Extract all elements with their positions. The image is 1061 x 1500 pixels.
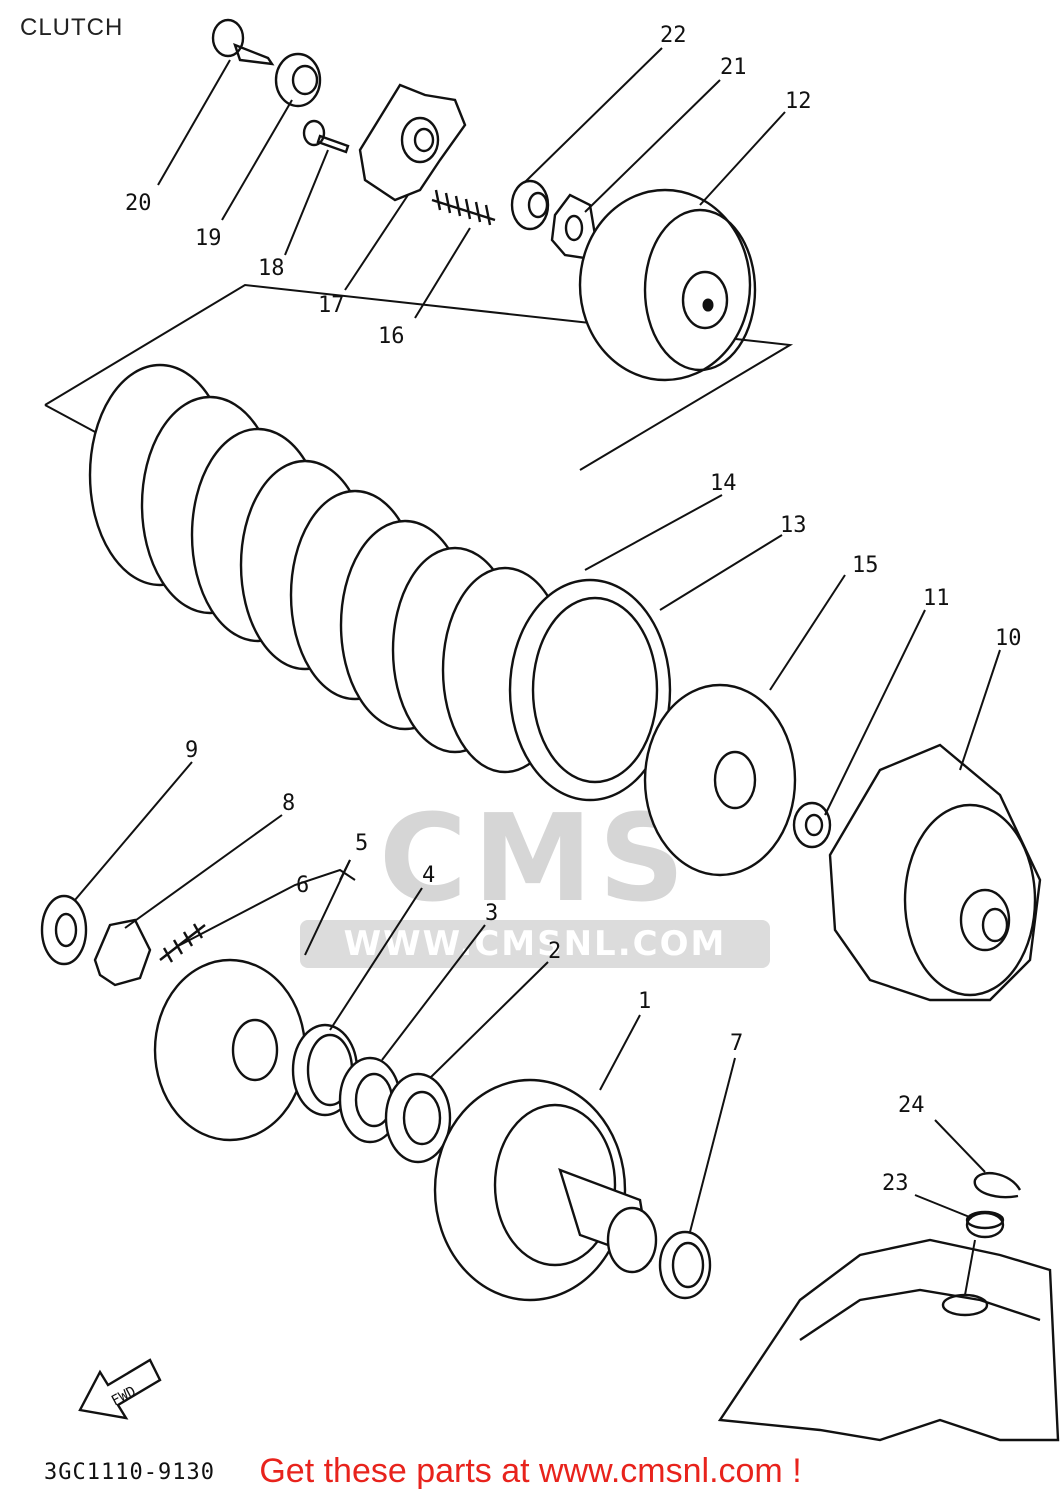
- label-12: 12: [785, 89, 812, 114]
- label-10: 10: [995, 626, 1022, 651]
- label-7: 7: [730, 1031, 743, 1056]
- crankcase-outline: [717, 1238, 1060, 1442]
- part-15-plate: [643, 683, 797, 877]
- part-22-nut: [510, 179, 550, 231]
- part-20-bolt: [211, 18, 275, 66]
- label-6: 6: [296, 873, 309, 898]
- part-5-clutch-carrier: [153, 958, 307, 1142]
- label-22: 22: [660, 23, 687, 48]
- watermark-url: WWW.CMSNL.COM: [300, 920, 770, 968]
- part-12-clutch-boss: [578, 188, 757, 382]
- label-9: 9: [185, 738, 198, 763]
- label-2: 2: [548, 939, 561, 964]
- part-16-spring: [431, 189, 496, 226]
- label-1: 1: [638, 989, 651, 1014]
- page-title: CLUTCH: [20, 14, 124, 41]
- label-20: 20: [125, 191, 152, 216]
- part-7-washer: [658, 1230, 712, 1300]
- label-11: 11: [923, 586, 950, 611]
- diagram-code: 3GC1110-9130: [44, 1460, 215, 1485]
- watermark-logo: CMS: [379, 790, 691, 929]
- label-14: 14: [710, 471, 737, 496]
- label-16: 16: [378, 324, 405, 349]
- label-8: 8: [282, 791, 295, 816]
- fwd-arrow: FWD: [78, 1358, 162, 1420]
- clutch-plate-stack: [88, 363, 569, 774]
- label-5: 5: [355, 831, 368, 856]
- label-3: 3: [485, 901, 498, 926]
- label-21: 21: [720, 55, 747, 80]
- callout-labels: 20 19 18 17 16 22 21 12 14 13 15 11 10 9…: [125, 23, 1022, 1196]
- part-17-pressure-plate: [358, 83, 467, 202]
- footer-link-text[interactable]: Get these parts at www.cmsnl.com !: [259, 1452, 802, 1490]
- leader-lines: [74, 47, 1001, 1233]
- part-1-clutch-drum: [433, 1078, 658, 1302]
- part-6-spring: [159, 923, 206, 963]
- label-23: 23: [882, 1171, 909, 1196]
- label-4: 4: [422, 863, 435, 888]
- part-11-washer: [792, 801, 832, 849]
- label-18: 18: [258, 256, 285, 281]
- part-9-washer: [40, 894, 88, 966]
- part-24-circlip: [973, 1171, 1022, 1199]
- label-13: 13: [780, 513, 807, 538]
- label-19: 19: [195, 226, 222, 251]
- part-13-friction-plate: [508, 578, 672, 802]
- part-23-cap: [965, 1210, 1005, 1239]
- label-24: 24: [898, 1093, 925, 1118]
- part-10-clutch-housing: [828, 743, 1042, 1002]
- part-18-bolt: [302, 119, 350, 154]
- label-17: 17: [318, 293, 345, 318]
- part-19-bearing: [274, 52, 322, 108]
- part-8-lock-plate: [93, 918, 152, 987]
- label-15: 15: [852, 553, 879, 578]
- part-2-bearing: [384, 1072, 452, 1164]
